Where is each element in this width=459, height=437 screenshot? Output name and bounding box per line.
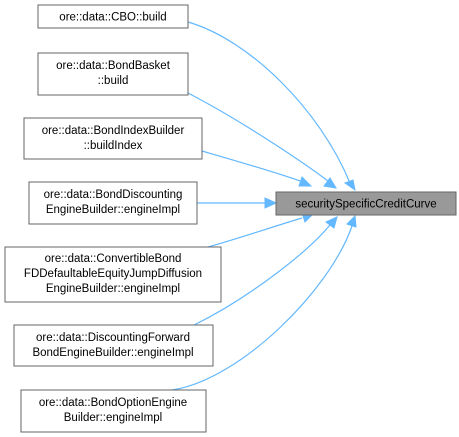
edge-arrowhead-bondoption-engineimpl	[346, 214, 357, 228]
edge-arrowhead-discountingforward-engineimpl	[325, 216, 338, 229]
caller-node-box	[28, 181, 198, 225]
caller-node-bonddiscounting-engineimpl[interactable]: ore::data::BondDiscounting EngineBuilder…	[28, 181, 198, 225]
edge-arrowhead-bonddiscounting-engineimpl	[264, 197, 278, 209]
edge-cbo-build	[187, 21, 351, 184]
edge-bondindexbuilder-buildindex	[201, 150, 301, 182]
target-node[interactable]: securitySpecificCreditCurve	[275, 191, 457, 216]
target-node-box	[275, 191, 457, 216]
caller-node-box	[23, 117, 203, 160]
caller-node-label: ore::data::ConvertibleBond	[45, 253, 182, 265]
edge-bondoption-engineimpl	[171, 225, 353, 391]
caller-node-bondbasket-build[interactable]: ore::data::BondBasket ::build	[37, 52, 189, 96]
caller-node-box	[20, 389, 207, 433]
caller-node-box	[37, 52, 189, 96]
caller-node-cbo-build[interactable]: ore::data::CBO::build	[37, 4, 189, 29]
edge-bondbasket-build	[187, 92, 329, 182]
caller-node-bondoption-engineimpl[interactable]: ore::data::BondOptionEngine Builder::eng…	[20, 389, 207, 433]
edge-arrowhead-bondbasket-build	[323, 177, 337, 189]
call-edges	[171, 21, 357, 391]
caller-node-label: Builder::engineImpl	[64, 412, 162, 424]
caller-node-label: ore::data::BondDiscounting	[44, 189, 183, 201]
caller-node-label: ore::data::DiscountingForward	[36, 332, 190, 344]
edge-discountingforward-engineimpl	[193, 224, 331, 326]
caller-node-box	[13, 324, 214, 367]
edge-arrowhead-bondindexbuilder-buildindex	[298, 176, 313, 187]
caller-node-discountingforward-engineimpl[interactable]: ore::data::DiscountingForward BondEngine…	[13, 324, 214, 367]
caller-node-box	[37, 4, 189, 29]
caller-node-label: BondEngineBuilder::engineImpl	[32, 347, 193, 359]
caller-node-box	[4, 246, 222, 303]
target-node-label: securitySpecificCreditCurve	[295, 199, 436, 211]
edge-arrowhead-cbo-build	[343, 179, 356, 192]
caller-node-label: ore::data::BondIndexBuilder	[42, 125, 185, 137]
caller-node-label: FDDefaultableEquityJumpDiffusion	[24, 268, 202, 280]
caller-node-label: ore::data::BondBasket	[56, 60, 171, 72]
edge-convertiblebond-engineimpl	[207, 217, 303, 248]
caller-node-label: ::build	[98, 75, 129, 87]
caller-node-bondindexbuilder-buildindex[interactable]: ore::data::BondIndexBuilder ::buildIndex	[23, 117, 203, 160]
caller-node-label: ore::data::BondOptionEngine	[39, 397, 187, 409]
caller-node-convertiblebond-engineimpl[interactable]: ore::data::ConvertibleBond FDDefaultable…	[4, 246, 222, 303]
caller-node-label: EngineBuilder::engineImpl	[46, 204, 180, 216]
caller-node-label: ore::data::CBO::build	[59, 12, 166, 24]
caller-node-label: EngineBuilder::engineImpl	[46, 283, 180, 295]
caller-node-label: ::buildIndex	[84, 140, 143, 152]
